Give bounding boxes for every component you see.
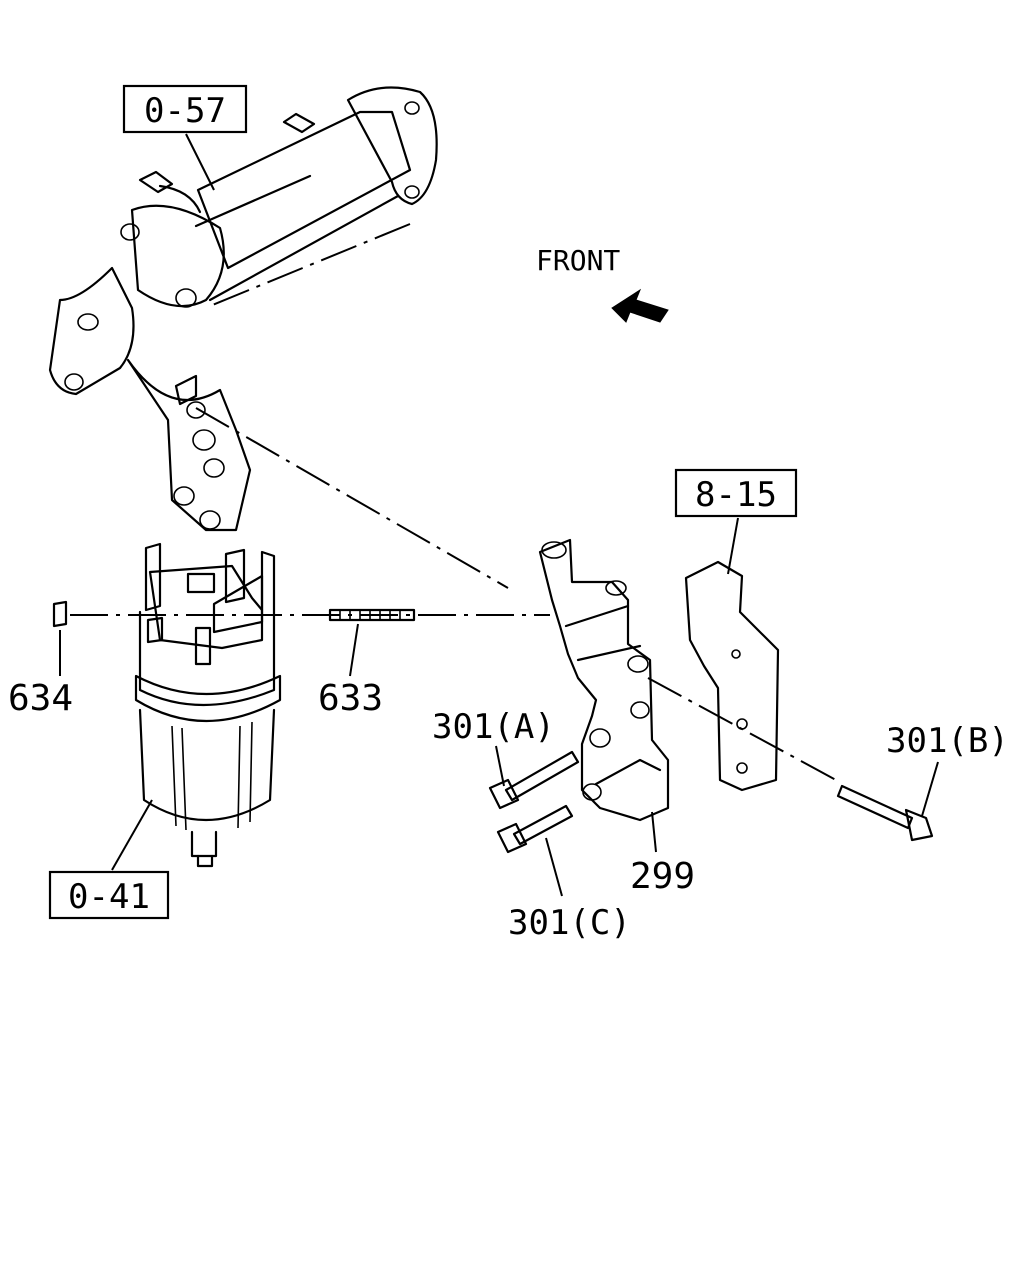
bracket-299	[538, 538, 670, 822]
ref-0-57-text[interactable]: 0-57	[144, 91, 226, 131]
fuel-filter-assembly	[134, 542, 282, 868]
part-633-label: 633	[318, 678, 383, 719]
arrow-pointing-front-icon	[611, 288, 669, 323]
leader-299	[651, 811, 657, 853]
bolt-301-c	[496, 804, 574, 854]
leader-8-15	[727, 517, 739, 575]
centerline-bolt-b	[647, 677, 837, 781]
part-634-label: 634	[8, 678, 73, 719]
ref-0-41-text[interactable]: 0-41	[68, 877, 150, 917]
part-301c-label: 301(C)	[508, 903, 631, 943]
bolt-301-a	[488, 750, 580, 810]
ref-8-15-text[interactable]: 8-15	[695, 475, 777, 515]
nut-634	[52, 600, 68, 628]
ref-box-0-41[interactable]: 0-41	[48, 870, 170, 920]
front-label: FRONT	[536, 244, 620, 277]
leader-301c	[545, 837, 563, 897]
leader-301b	[921, 761, 939, 817]
leader-0-41	[111, 799, 153, 871]
leader-301a	[495, 745, 505, 787]
part-301a-label: 301(A)	[432, 707, 555, 747]
ref-box-0-57[interactable]: 0-57	[122, 84, 248, 134]
centerline-manifold-bracket	[195, 407, 509, 589]
leader-633	[349, 623, 359, 677]
bracket-8-15	[684, 560, 780, 792]
bolt-301-b	[836, 784, 934, 842]
egr-cooler-assembly	[48, 86, 438, 532]
leader-0-57	[185, 133, 215, 191]
part-299-label: 299	[630, 856, 695, 897]
part-301b-label: 301(B)	[886, 721, 1009, 761]
ref-box-8-15[interactable]: 8-15	[674, 468, 798, 518]
centerline-cooler	[209, 223, 411, 307]
